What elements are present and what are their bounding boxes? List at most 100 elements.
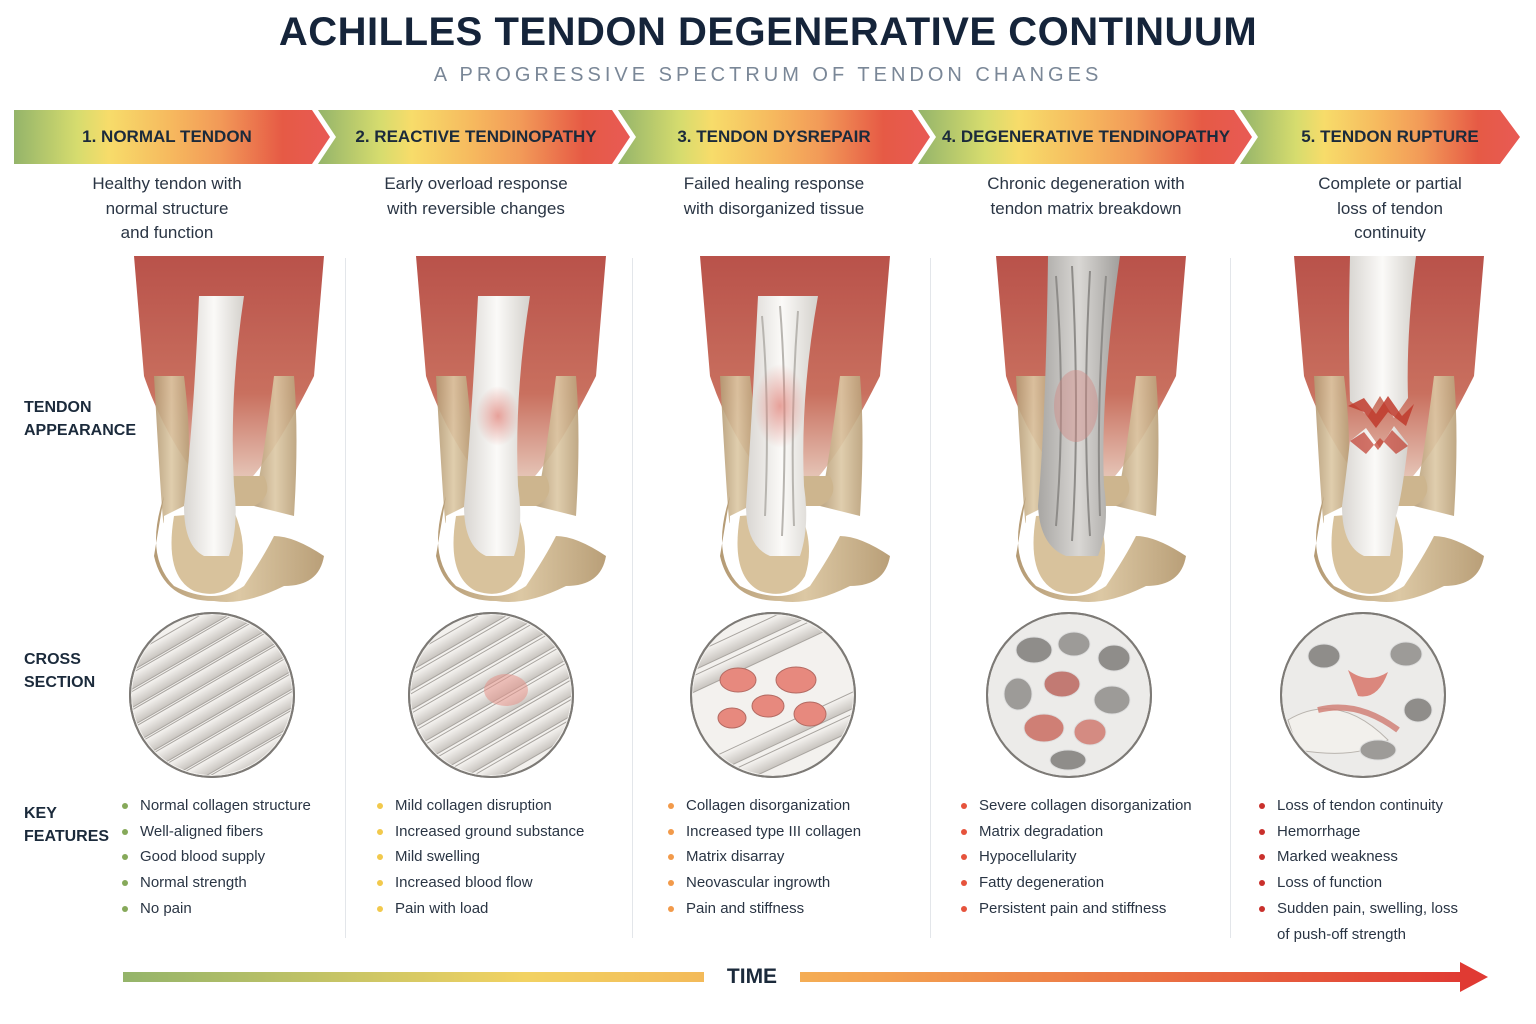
key-feature-text: Normal strength <box>140 874 247 892</box>
key-feature-text: Hemorrhage <box>1277 822 1361 840</box>
cross-section-degenerative <box>986 612 1152 778</box>
stage-label-5: 5. TENDON RUPTURE <box>1301 127 1479 146</box>
key-feature-text: Good blood supply <box>140 848 266 866</box>
key-feature-item: Loss of function <box>1259 870 1458 896</box>
time-arrow <box>123 962 1488 992</box>
page-title: ACHILLES TENDON DEGENERATIVE CONTINUUM <box>278 10 1258 54</box>
stage-label-3: 3. TENDON DYSREPAIR <box>677 127 871 146</box>
tendon-illustration-dysrepair <box>700 256 890 602</box>
bullet-dot-icon <box>961 854 967 861</box>
band-segment-1 <box>14 110 330 164</box>
bullet-dot-icon <box>1259 828 1265 835</box>
key-feature-text: Normal collagen structure <box>140 797 311 814</box>
bullet-dot-icon <box>377 803 383 809</box>
bullet-dot-icon <box>668 828 674 835</box>
key-feature-item: Hemorrhage <box>1259 819 1458 845</box>
key-feature-text: Matrix degradation <box>979 822 1104 840</box>
key-feature-item: Well-aligned fibers <box>122 819 311 845</box>
key-feature-text: No pain <box>140 899 192 917</box>
key-feature-text: Neovascular ingrowth <box>686 874 831 892</box>
key-feature-text: Well-aligned fibers <box>140 822 264 840</box>
key-feature-item: Normal strength <box>122 870 311 896</box>
key-feature-item: Good blood supply <box>122 844 311 870</box>
key-feature-item: Increased ground substance <box>377 819 584 845</box>
cross-section-dysrepair <box>690 612 856 778</box>
bullet-dot-icon <box>122 854 128 861</box>
key-feature-item: Pain and stiffness <box>668 896 861 922</box>
key-feature-item: Matrix degradation <box>961 819 1192 845</box>
bullet-dot-icon <box>668 803 674 809</box>
bullet-dot-icon <box>122 803 128 809</box>
key-feature-text: Loss of tendon continuity <box>1277 797 1443 814</box>
bullet-dot-icon <box>1259 880 1265 887</box>
bullet-dot-icon <box>1259 854 1265 861</box>
bullet-dot-icon <box>377 828 383 835</box>
key-feature-text: Mild swelling <box>395 848 481 866</box>
key-feature-item: Matrix disarray <box>668 844 861 870</box>
key-feature-item: Mild swelling <box>377 844 584 870</box>
key-feature-text: Increased ground substance <box>395 822 585 840</box>
bullet-dot-icon <box>961 880 967 887</box>
bullet-dot-icon <box>1259 803 1265 809</box>
column-divider <box>930 258 931 938</box>
stage-band <box>14 110 1520 164</box>
key-feature-text: Pain with load <box>395 899 489 917</box>
bullet-dot-icon <box>668 880 674 887</box>
key-feature-text: Matrix disarray <box>686 848 785 866</box>
stage-label-1: 1. NORMAL TENDON <box>82 127 252 146</box>
key-feature-item: Mild collagen disruption <box>377 793 584 819</box>
key-feature-item: Hypocellularity <box>961 844 1192 870</box>
key-feature-text: Hypocellularity <box>979 848 1077 866</box>
bullet-dot-icon <box>122 880 128 887</box>
key-feature-item: Neovascular ingrowth <box>668 870 861 896</box>
cross-section-reactive <box>406 610 576 780</box>
key-feature-item: Fatty degeneration <box>961 870 1192 896</box>
key-feature-text: Increased type III collagen <box>686 822 862 840</box>
bullet-dot-icon <box>122 905 128 912</box>
key-feature-item: Persistent pain and stiffness <box>961 896 1192 922</box>
band-segment-5 <box>1240 110 1520 164</box>
key-feature-text: Collagen disorganization <box>686 797 851 814</box>
cross-section-normal <box>127 610 297 780</box>
bullet-dot-icon <box>668 905 674 912</box>
key-feature-item: Loss of tendon continuity <box>1259 793 1458 819</box>
band-segment-3 <box>618 110 930 164</box>
time-label: TIME <box>704 964 800 990</box>
bullet-dot-icon <box>377 854 383 861</box>
bullet-dot-icon <box>961 905 967 912</box>
key-feature-item: Increased blood flow <box>377 870 584 896</box>
page-subtitle: A PROGRESSIVE SPECTRUM OF TENDON CHANGES <box>433 64 1103 86</box>
bullet-dot-icon <box>377 880 383 887</box>
column-divider <box>632 258 633 938</box>
key-feature-item: Collagen disorganization <box>668 793 861 819</box>
key-feature-text: Fatty degeneration <box>979 874 1105 892</box>
stage-label-4: 4. DEGENERATIVE TENDINOPATHY <box>941 127 1231 146</box>
key-feature-item: No pain <box>122 896 311 922</box>
key-feature-text: Mild collagen disruption <box>395 797 552 814</box>
bullet-dot-icon <box>961 803 967 809</box>
key-feature-item: Pain with load <box>377 896 584 922</box>
key-feature-text: Loss of function <box>1277 874 1383 892</box>
key-feature-text: Persistent pain and stiffness <box>979 899 1167 917</box>
bullet-dot-icon <box>1259 905 1265 912</box>
tendon-illustration-normal <box>134 256 324 602</box>
key-feature-text: Pain and stiffness <box>686 899 805 917</box>
key-feature-text: Increased blood flow <box>395 874 533 892</box>
key-feature-text: Severe collagen disorganization <box>979 797 1192 814</box>
column-divider <box>1230 258 1231 938</box>
tendon-illustration-rupture <box>1294 256 1484 602</box>
tendon-illustration-reactive <box>416 256 606 602</box>
